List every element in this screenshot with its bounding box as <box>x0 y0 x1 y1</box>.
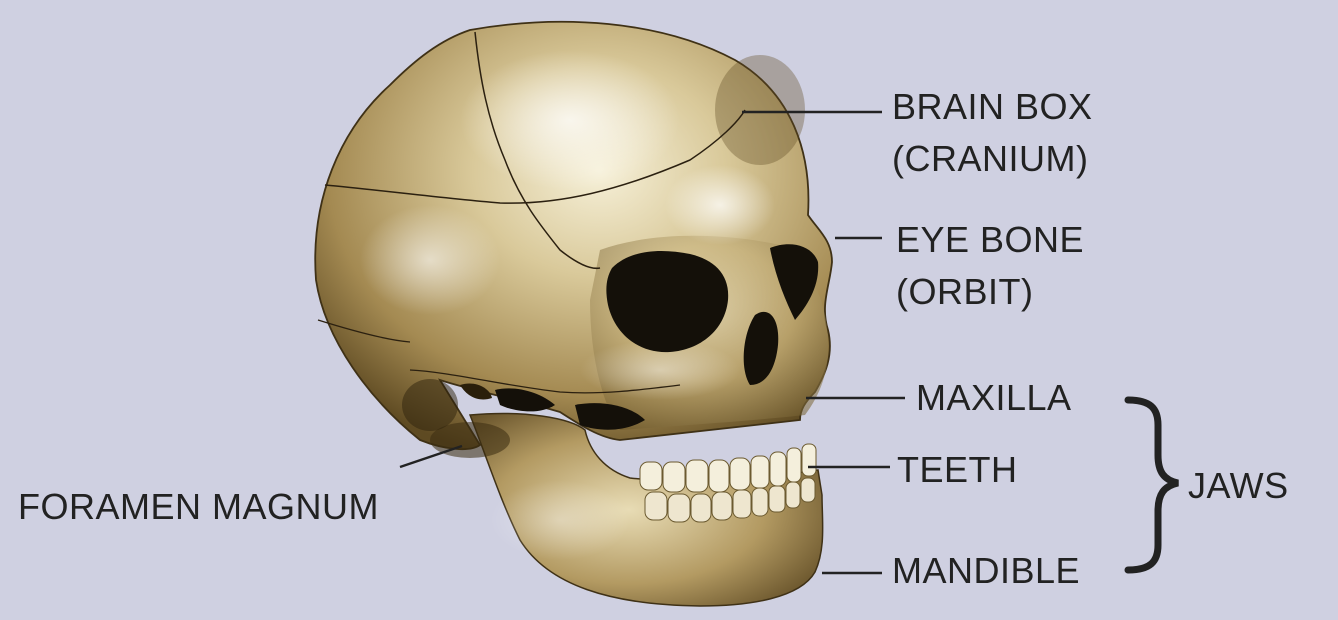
label-jaws: JAWS <box>1188 468 1289 504</box>
label-maxilla: MAXILLA <box>916 380 1072 416</box>
label-eye-bone: EYE BONE <box>896 222 1084 258</box>
label-orbit: (ORBIT) <box>896 274 1033 310</box>
label-teeth: TEETH <box>897 452 1018 488</box>
jaws-brace <box>1128 400 1178 570</box>
label-brain-box: BRAIN BOX <box>892 89 1093 125</box>
label-mandible: MANDIBLE <box>892 553 1080 589</box>
label-cranium: (CRANIUM) <box>892 141 1088 177</box>
label-foramen-magnum: FORAMEN MAGNUM <box>18 489 379 525</box>
